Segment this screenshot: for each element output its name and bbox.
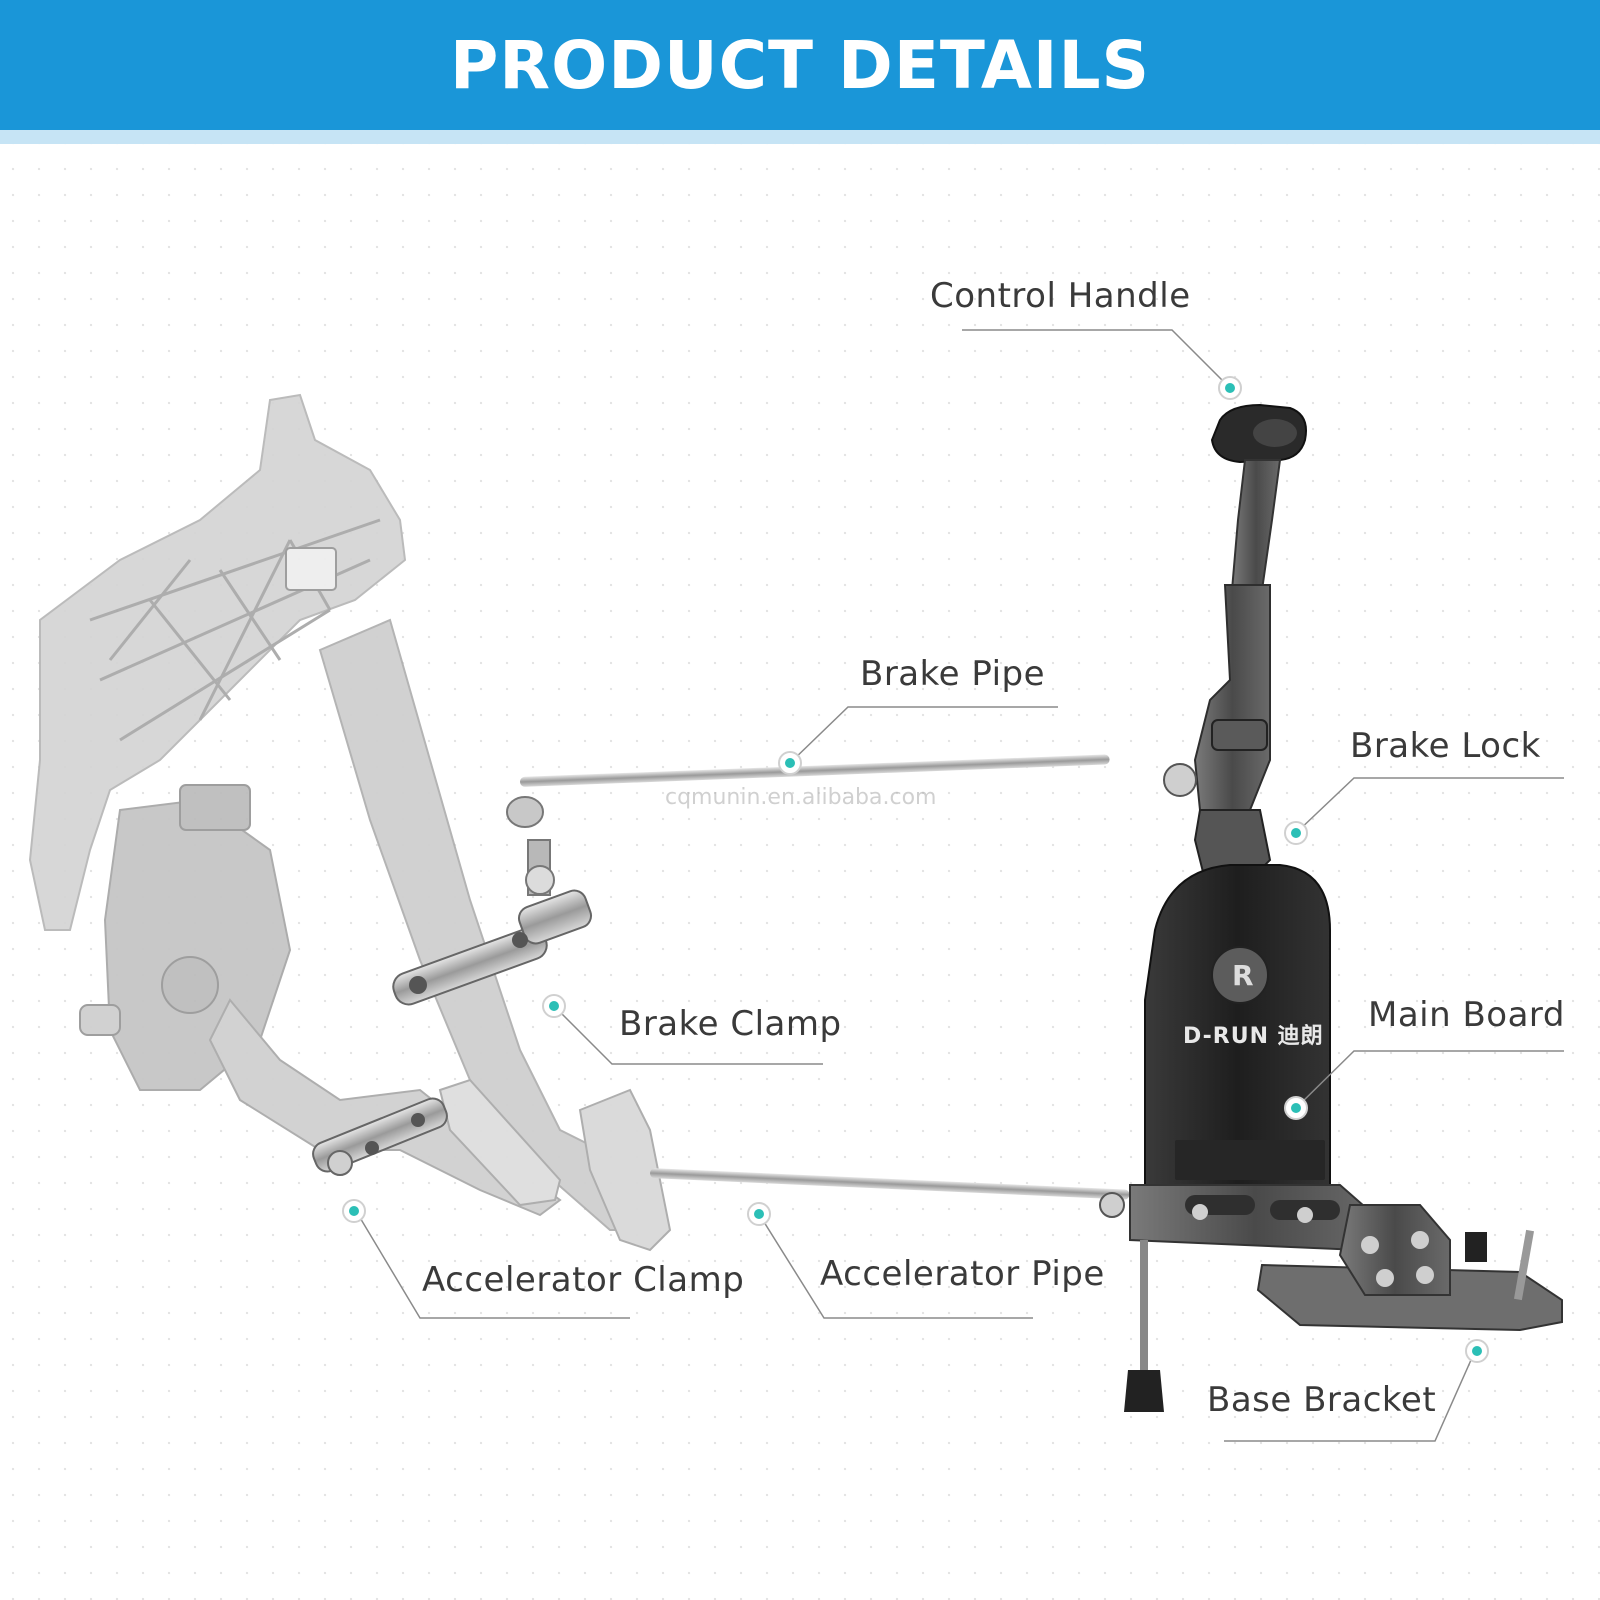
accelerator-pipe-rod bbox=[649, 1168, 1130, 1200]
brake-pipe-rod bbox=[519, 754, 1110, 787]
watermark-text: cqmunin.en.alibaba.com bbox=[665, 785, 937, 810]
leader-control-handle bbox=[962, 329, 1231, 389]
bracket-nut bbox=[285, 547, 337, 591]
base-bracket-mount bbox=[1338, 1204, 1451, 1296]
dot-brake-lock bbox=[1284, 821, 1308, 845]
header-banner: PRODUCT DETAILS bbox=[0, 0, 1600, 130]
pedal-assembly bbox=[28, 393, 672, 1252]
dot-accelerator-pipe bbox=[747, 1202, 771, 1226]
label-accelerator-pipe: Accelerator Pipe bbox=[820, 1254, 1105, 1294]
label-brake-pipe: Brake Pipe bbox=[860, 654, 1046, 694]
brand-logo-badge bbox=[1211, 946, 1269, 1004]
support-foot bbox=[1124, 1370, 1164, 1412]
label-base-bracket: Base Bracket bbox=[1207, 1380, 1437, 1420]
dot-brake-clamp bbox=[542, 994, 566, 1018]
callout-dots bbox=[342, 376, 1489, 1363]
accelerator-pedal-arm bbox=[208, 998, 562, 1217]
label-brake-clamp: Brake Clamp bbox=[619, 1004, 842, 1044]
pedal-bracket bbox=[28, 393, 407, 931]
leader-brake-clamp bbox=[553, 1005, 823, 1065]
hand-control-device: R bbox=[1099, 403, 1563, 1412]
dot-main-board bbox=[1284, 1096, 1308, 1120]
label-control-handle: Control Handle bbox=[930, 276, 1191, 316]
header-strip bbox=[0, 130, 1600, 144]
leader-accelerator-clamp bbox=[355, 1210, 630, 1319]
support-leg bbox=[1140, 1240, 1148, 1370]
upper-lever-arm bbox=[1193, 584, 1271, 811]
accelerator-clamp-hardware bbox=[312, 1097, 448, 1176]
leader-accelerator-pipe bbox=[758, 1213, 1033, 1319]
svg-text:R: R bbox=[1232, 959, 1254, 992]
device-brand-text: D-RUN 迪朗 bbox=[1183, 1024, 1324, 1049]
label-brake-lock: Brake Lock bbox=[1350, 726, 1541, 766]
main-board-plate bbox=[1144, 864, 1331, 1196]
control-handle-shaft bbox=[1230, 459, 1282, 591]
label-accelerator-clamp: Accelerator Clamp bbox=[422, 1260, 745, 1300]
callout-lines bbox=[355, 329, 1564, 1442]
label-main-board: Main Board bbox=[1368, 995, 1565, 1035]
dot-brake-pipe bbox=[778, 751, 802, 775]
leader-brake-pipe bbox=[789, 706, 1058, 764]
leader-main-board bbox=[1295, 1050, 1564, 1109]
accelerator-pedal-pad bbox=[438, 1078, 562, 1207]
brake-pedal-pad bbox=[578, 1088, 672, 1252]
leader-brake-lock bbox=[1295, 777, 1564, 834]
brake-clamp-hardware bbox=[392, 796, 593, 1006]
dot-control-handle bbox=[1218, 376, 1242, 400]
dot-accelerator-clamp bbox=[342, 1199, 366, 1223]
base-bracket-plate bbox=[1256, 1263, 1563, 1332]
leader-base-bracket bbox=[1224, 1350, 1476, 1442]
page-title: PRODUCT DETAILS bbox=[449, 26, 1151, 104]
dot-base-bracket bbox=[1465, 1339, 1489, 1363]
